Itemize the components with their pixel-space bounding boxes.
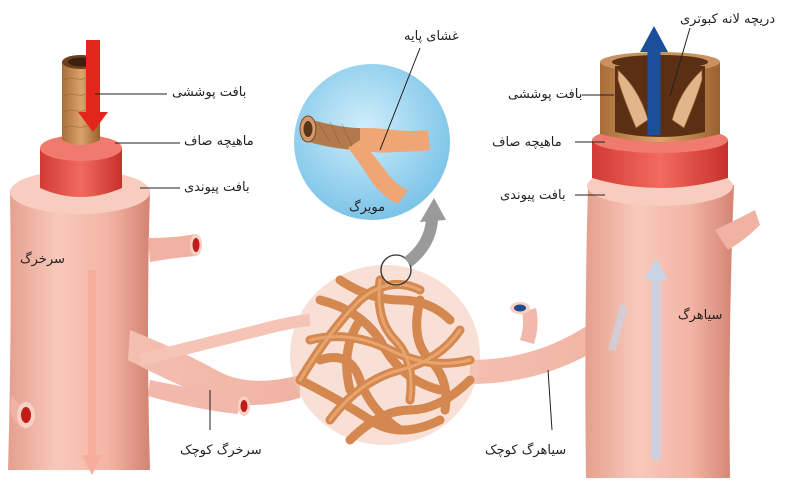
capillary-zoom-bubble — [294, 64, 450, 220]
label-artery: سرخرگ — [20, 253, 65, 266]
label-capillary: مویرگ — [349, 201, 385, 214]
label-vein: سیاهرگ — [678, 309, 722, 322]
arteriole-vessel — [128, 320, 310, 416]
capillary-network — [290, 265, 480, 445]
label-valve: دریچه لانه کبوتری — [680, 13, 775, 26]
label-arteriole: سرخرگ کوچک — [180, 444, 262, 457]
label-venule: سیاهرگ کوچک — [485, 444, 566, 457]
vein — [585, 52, 760, 478]
label-artery-epithelium: بافت پوششی — [172, 86, 246, 99]
label-artery-connective: بافت پیوندی — [184, 181, 250, 194]
label-vein-epithelium: بافت پوششی — [508, 88, 582, 101]
label-vein-connective: بافت پیوندی — [500, 189, 566, 202]
label-artery-smooth-muscle: ماهیچه صاف — [184, 135, 254, 148]
label-basement-membrane: غشای پایه — [404, 30, 459, 43]
label-vein-smooth-muscle: ماهیچه صاف — [492, 136, 562, 149]
